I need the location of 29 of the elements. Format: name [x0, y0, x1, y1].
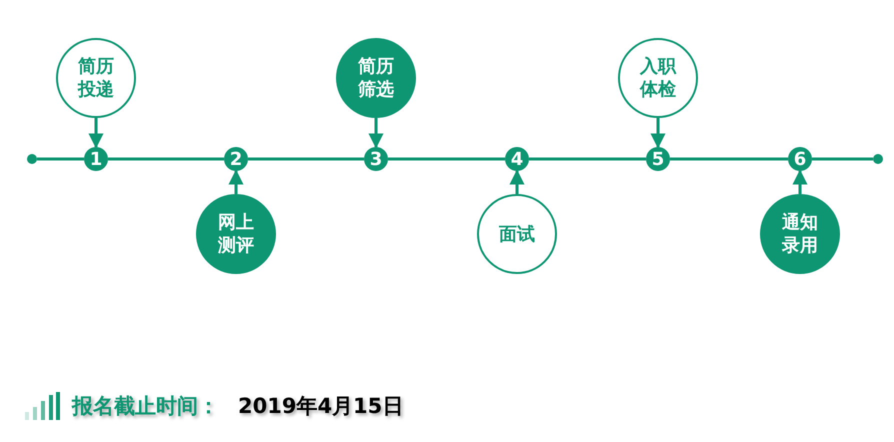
step-bubble: 通知录用: [760, 194, 840, 274]
step-bubble: 入职体检: [618, 38, 698, 118]
timeline-line: [388, 158, 505, 160]
timeline-line: [37, 158, 84, 160]
pointer-arrow: [368, 118, 384, 148]
timeline-line: [812, 158, 873, 160]
end-dot: [27, 154, 37, 164]
pointer-arrow: [510, 170, 524, 194]
step-number-circle: 5: [646, 147, 670, 171]
timeline-line: [529, 158, 646, 160]
step-number-circle: 3: [364, 147, 388, 171]
pointer-arrow: [650, 118, 666, 148]
pointer-arrow: [228, 170, 244, 194]
step-bubble: 简历投递: [56, 38, 136, 118]
step-number-circle: 4: [505, 147, 529, 171]
pointer-arrow: [88, 118, 104, 148]
deadline-date: 2019年4月15日: [238, 393, 404, 420]
timeline-line: [108, 158, 224, 160]
end-dot: [873, 154, 883, 164]
deadline-label: 报名截止时间：: [72, 393, 219, 420]
step-number-circle: 6: [788, 147, 812, 171]
step-bubble: 简历筛选: [336, 38, 416, 118]
timeline-line: [670, 158, 788, 160]
step-number-circle: 1: [84, 147, 108, 171]
step-bubble: 面试: [477, 194, 557, 274]
step-number-circle: 2: [224, 147, 248, 171]
step-bubble: 网上测评: [196, 194, 276, 274]
pointer-arrow: [792, 170, 808, 194]
timeline-line: [248, 158, 364, 160]
